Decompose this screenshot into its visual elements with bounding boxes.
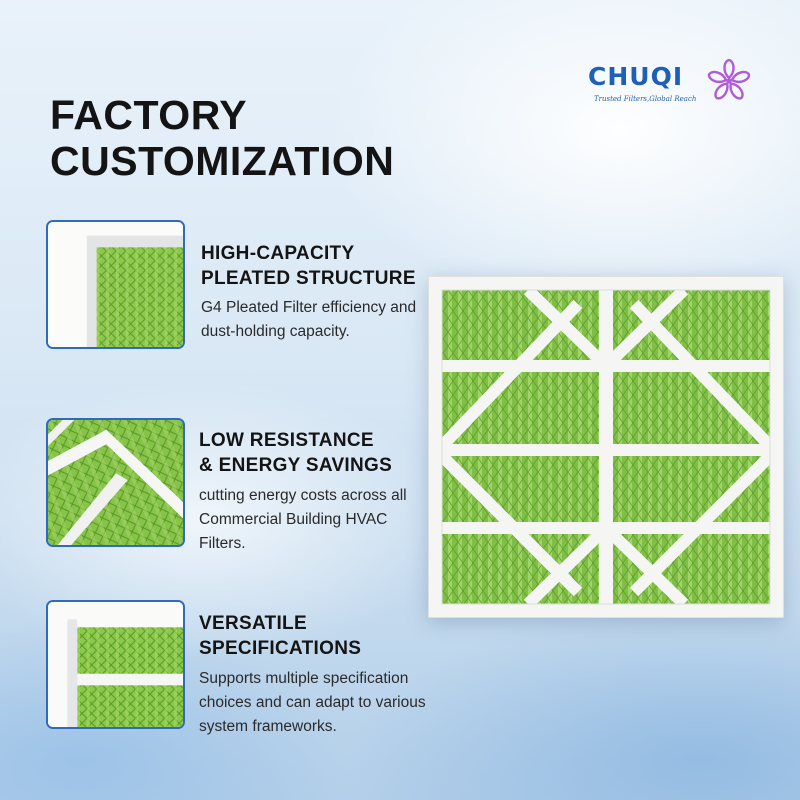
page-title: FACTORY CUSTOMIZATION [50,92,450,184]
product-image-pleated-filter [428,276,784,618]
feature-image-pleated-corner [46,220,185,349]
feature-image-filter-edge [46,600,185,729]
feature-description-pleated: G4 Pleated Filter efficiency and dust-ho… [201,299,417,340]
brand-logo: CHUQI Trusted Filters,Global Reach [588,58,760,108]
feature-title-low-resistance: LOW RESISTANCE & ENERGY SAVINGS [199,430,393,476]
feature-title-versatile: VERSATILE SPECIFICATIONS [199,613,362,659]
brand-tagline: Trusted Filters,Global Reach [594,95,697,103]
feature-image-diagonal-frame [46,418,185,547]
feature-description-versatile: Supports multiple specification choices … [199,670,426,735]
feature-description-low-resistance: cutting energy costs across all Commerci… [199,487,407,552]
feature-title-pleated: HIGH-CAPACITY PLEATED STRUCTURE [201,243,416,289]
page-title-line-2: CUSTOMIZATION [50,138,395,184]
brand-name: CHUQI [588,62,684,91]
page-title-line-1: FACTORY [50,92,248,138]
flower-icon [707,58,751,100]
